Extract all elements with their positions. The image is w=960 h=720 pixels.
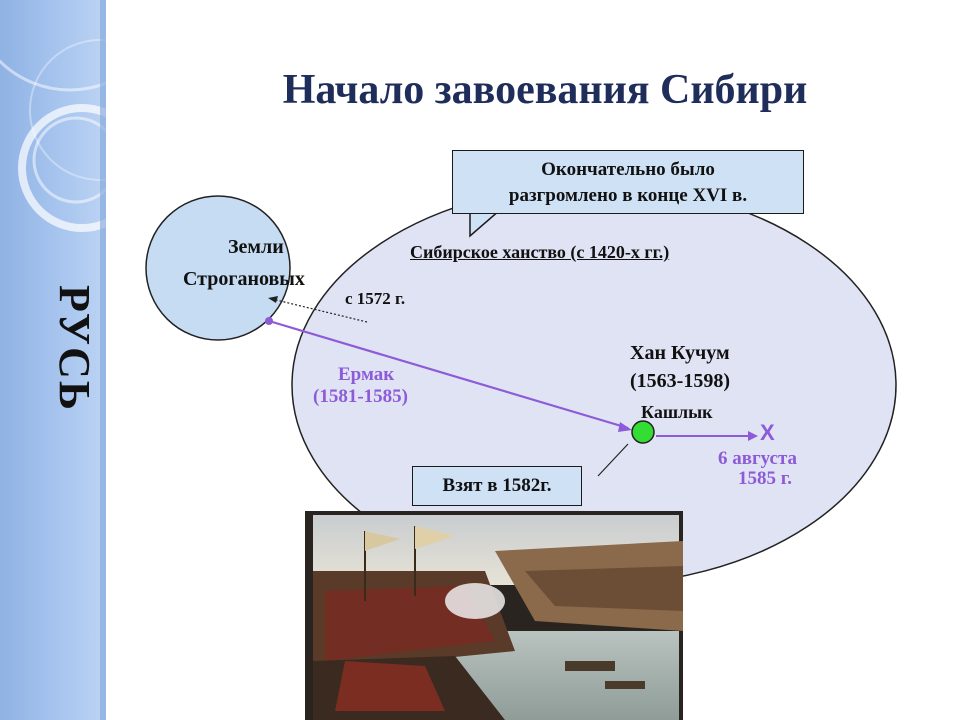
ermak-name: Ермак <box>338 364 395 385</box>
death-date-line1: 6 августа <box>718 448 798 469</box>
callout-final-defeat-line2: разгромлено в конце XVI в. <box>508 185 748 206</box>
slide-title: Начало завоевания Сибири <box>282 67 808 113</box>
callout-final-defeat: Окончательно было разгромлено в конце XV… <box>452 150 804 214</box>
ermak-start-dot <box>265 317 273 325</box>
decorative-rings <box>0 0 106 720</box>
khanate-label: Сибирское ханство (с 1420-х гг.) <box>410 242 670 262</box>
battle-painting-image <box>305 511 683 720</box>
kuchum-flight-arrowhead <box>748 431 758 441</box>
death-mark: X <box>760 420 775 445</box>
khan-kuchum-name: Хан Кучум <box>630 342 730 364</box>
kashlyk-label: Кашлык <box>641 402 713 422</box>
rus-label: РУСЬ <box>50 285 99 412</box>
stroganov-lands-line1: Земли <box>228 236 284 258</box>
ermak-route-line <box>268 319 629 430</box>
kashlyk-dot <box>631 420 655 444</box>
ermak-route-arrowhead <box>618 422 632 432</box>
khan-kuchum-years: (1563-1598) <box>630 370 730 392</box>
callout-taken-1582: Взят в 1582г. <box>412 466 582 506</box>
since-1572-label: с 1572 г. <box>345 289 406 308</box>
dotted-arrow-head <box>268 296 278 303</box>
callout-final-defeat-line1: Окончательно было <box>541 159 715 180</box>
dotted-arrow <box>271 298 368 323</box>
sidebar-decoration <box>0 0 106 720</box>
death-date-line2: 1585 г. <box>738 468 792 489</box>
stroganov-lands-line2: Строгановых <box>183 268 305 290</box>
taken-callout-pointer <box>597 443 629 477</box>
ermak-years: (1581-1585) <box>313 386 408 407</box>
battle-painting <box>305 511 683 720</box>
stroganov-lands-circle <box>145 195 291 341</box>
